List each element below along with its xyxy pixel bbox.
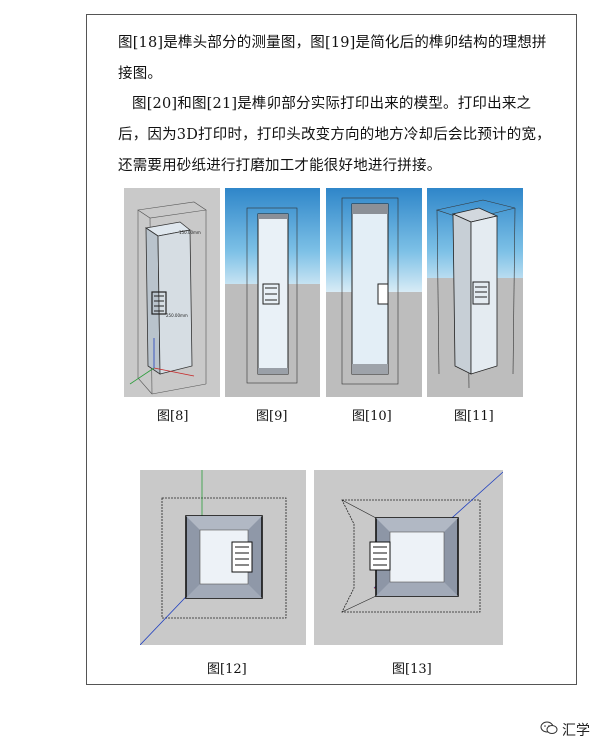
caption-fig10: 图[10]: [352, 409, 392, 424]
watermark-text: 汇学: [562, 723, 590, 739]
dimension-label-height: 250.00mm: [166, 313, 188, 318]
wechat-icon: [540, 721, 558, 739]
figure-9: [225, 188, 320, 397]
paragraph-2: 图[20]和图[21]是榫卯部分实际打印出来的模型。打印出来之后，因为3D打印时…: [118, 96, 551, 174]
caption-fig12: 图[12]: [207, 662, 247, 677]
figure-10: [326, 188, 422, 397]
figure-11: [427, 188, 523, 397]
figure-8: 150.00mm 250.00mm: [124, 188, 220, 397]
caption-fig9: 图[9]: [256, 409, 288, 424]
dimension-label-top: 150.00mm: [179, 230, 201, 235]
page-frame: [86, 14, 577, 685]
caption-fig11: 图[11]: [454, 409, 494, 424]
figure-13: [314, 470, 504, 645]
watermark: 汇学: [540, 720, 590, 740]
paragraph-1: 图[18]是榫头部分的测量图，图[19]是简化后的榫卯结构的理想拼接图。: [118, 35, 547, 82]
caption-fig8: 图[8]: [157, 409, 189, 424]
caption-fig13: 图[13]: [392, 662, 432, 677]
figure-12: [139, 470, 306, 646]
